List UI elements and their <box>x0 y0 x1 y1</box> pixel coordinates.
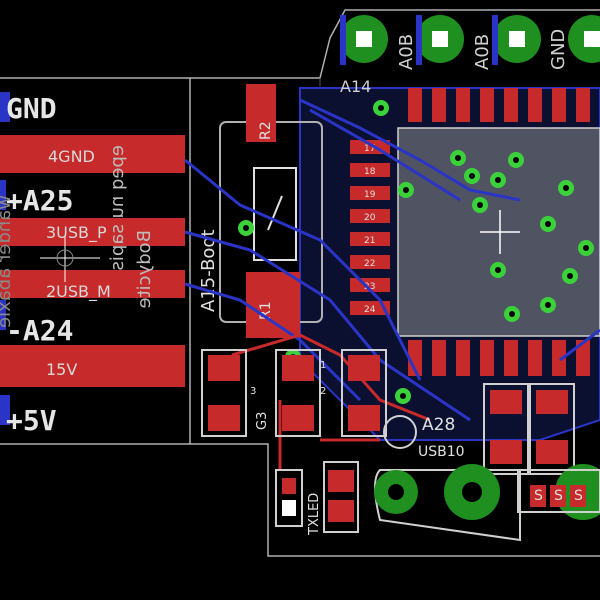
passives-row: G3 1 2 3 <box>201 349 387 437</box>
label-a25: +A25 <box>6 184 73 217</box>
label-gnd: GND <box>6 92 57 125</box>
usb-trace-dp <box>0 218 185 246</box>
right-passives <box>483 383 575 475</box>
bottom-mounting: S S S <box>374 464 600 542</box>
chip-pin-18: 18 <box>364 167 376 177</box>
header-pin-label-1: A0B <box>396 34 417 70</box>
bottom-label-2: S <box>554 488 563 504</box>
mcu-chip: 17 18 19 20 21 22 23 24 <box>350 88 600 376</box>
g3-label: G3 <box>255 412 270 430</box>
r2-label: R2 <box>258 121 274 140</box>
a28-label: A28 <box>422 415 455 435</box>
usb-edge-pin-labels: 4GND 3USB_P 2USB_M 15V <box>46 147 111 379</box>
pad-3: 3 <box>250 386 256 397</box>
bottom-traces <box>184 98 600 422</box>
chip-pin-23: 23 <box>364 282 375 292</box>
usb-trace-vbus <box>0 345 185 387</box>
usb-pin-label-dp: 3USB_P <box>46 223 107 243</box>
chip-pin-20: 20 <box>364 213 376 223</box>
usb-pin-label-dm: 2USB_M <box>46 282 111 302</box>
pad-2: 2 <box>320 386 326 397</box>
usb-edge-traces <box>0 92 185 425</box>
usb-pin-label-5v: 15V <box>46 360 77 379</box>
usb-trace-gnd <box>0 135 185 173</box>
label-5v: +5V <box>6 404 57 437</box>
header-label-a14: A14 <box>340 77 371 96</box>
chip-pin-22: 22 <box>364 259 375 269</box>
bottom-label-3: S <box>574 488 583 504</box>
chip-pin-24: 24 <box>364 305 376 315</box>
led-label: TXLED <box>307 493 322 536</box>
chip-pin-21: 21 <box>364 236 375 246</box>
mirrored-text-c: wander abaxie <box>0 195 15 328</box>
label-a24: -A24 <box>6 314 73 347</box>
tx-led: TXLED <box>275 461 359 536</box>
a28-usb-labels: A28 USB10 <box>383 415 465 460</box>
mirrored-text-b: epeq nu sapis <box>107 145 128 270</box>
chip-pin-17: 17 <box>364 144 375 154</box>
chip-pin-19: 19 <box>364 190 376 200</box>
usb-trace-dm <box>0 270 185 298</box>
top-header: A0B A0B GND A14 <box>340 15 600 96</box>
usb10-label: USB10 <box>418 444 465 460</box>
pad-1: 1 <box>320 360 326 371</box>
usb-edge-big-labels: GND +A25 -A24 +5V <box>6 92 73 437</box>
bottom-label-1: S <box>534 488 543 504</box>
mirrored-silk-text: Bodycite epeq nu sapis wander abaxie <box>0 145 155 328</box>
mirrored-text-a: Bodycite <box>134 230 155 308</box>
header-pin-label-3: GND <box>548 29 569 70</box>
usb-pin-label-gnd: 4GND <box>48 147 95 166</box>
header-pin-label-2: A0B <box>472 34 493 70</box>
